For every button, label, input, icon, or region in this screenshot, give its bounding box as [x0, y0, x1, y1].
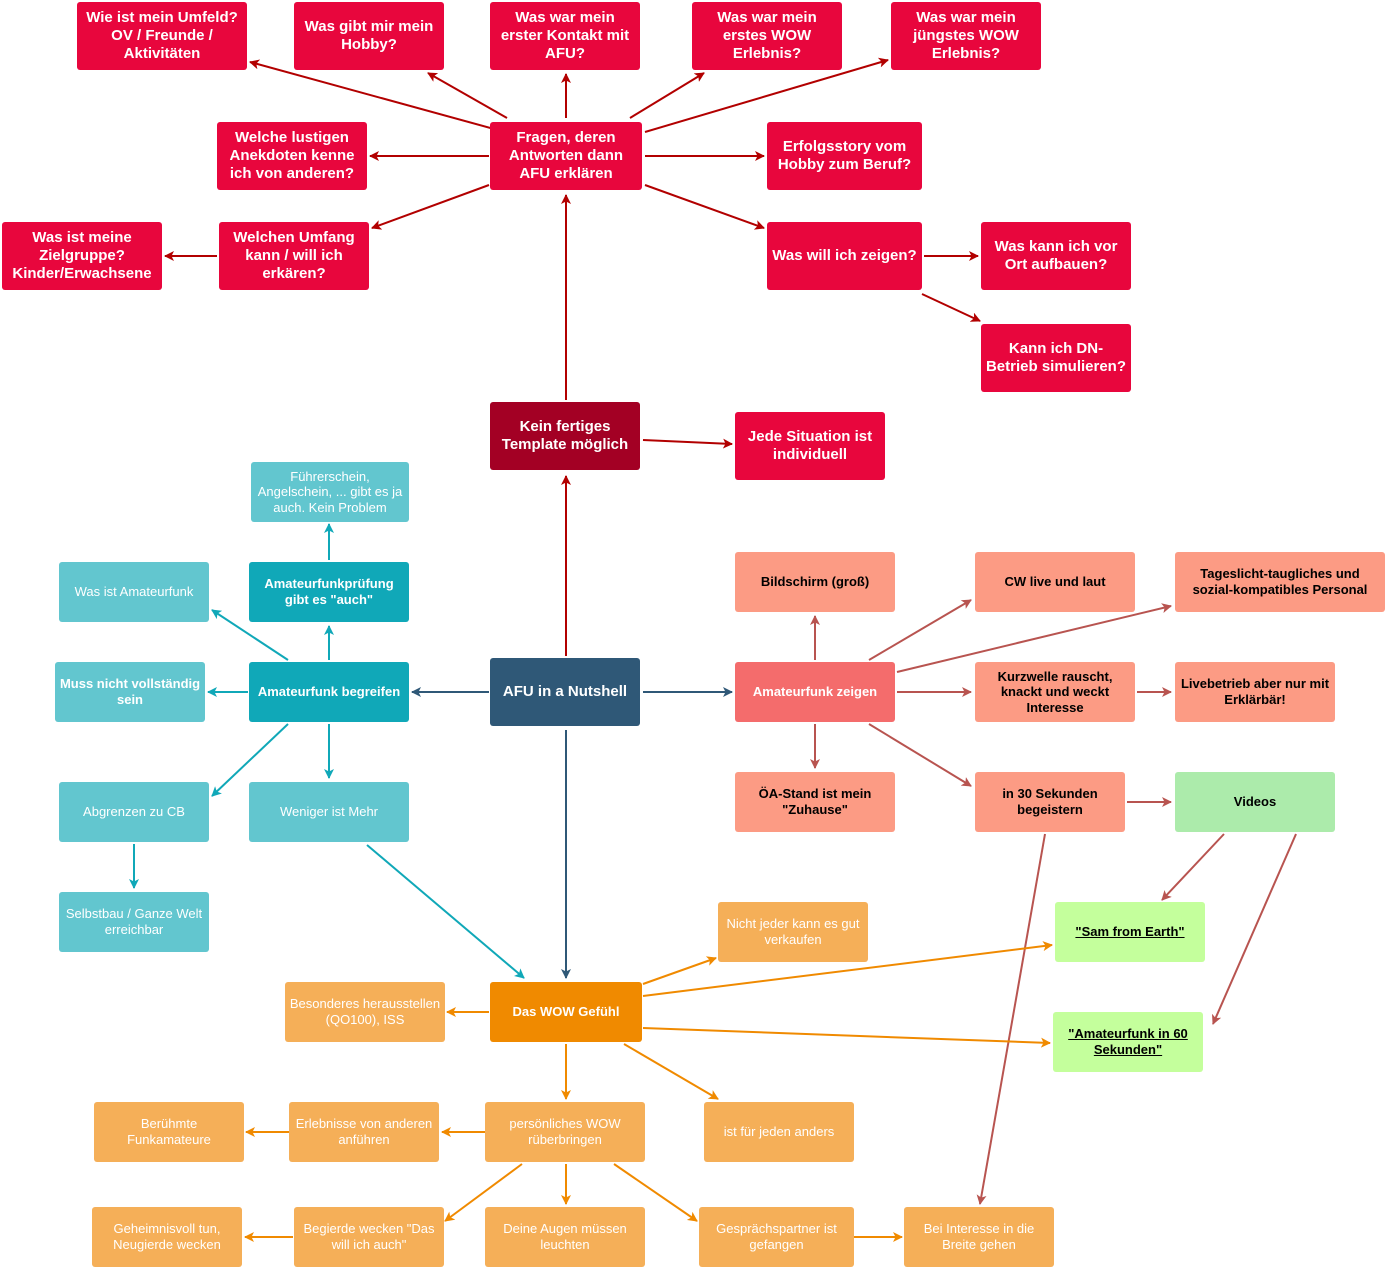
node-highlight: Besonderes herausstellen (QO100), ISS — [285, 982, 445, 1042]
edge-questions-show — [644, 184, 765, 230]
node-understand: Amateurfunk begreifen — [249, 662, 409, 722]
node-exam: Amateurfunkprüfung gibt es "auch" — [249, 562, 409, 622]
node-live-op: Livebetrieb aber nur mit Erklärbär! — [1175, 662, 1335, 722]
node-q-hobby: Was gibt mir mein Hobby? — [294, 2, 444, 70]
node-q-latest-wow: Was war mein jüngstes WOW Erlebnis? — [891, 2, 1041, 70]
link-sam-from-earth[interactable]: "Sam from Earth" — [1055, 902, 1205, 962]
link-amateurfunk-60[interactable]: "Amateurfunk in 60 Sekunden" — [1053, 1012, 1203, 1072]
edge-understand-cb — [211, 723, 289, 797]
node-eyes: Deine Augen müssen leuchten — [485, 1207, 645, 1267]
edge-wow-sam — [642, 941, 1053, 997]
node-q-audience: Was ist meine Zielgruppe? Kinder/Erwachs… — [2, 222, 162, 290]
edge-wow-afu60 — [642, 1027, 1051, 1048]
edge-questions-latest-wow — [644, 57, 889, 133]
node-q-simulate: Kann ich DN-Betrieb simulieren? — [981, 324, 1131, 392]
node-different: ist für jeden anders — [704, 1102, 854, 1162]
node-famous: Berühmte Funkamateure — [94, 1102, 244, 1162]
node-not-everyone: Nicht jeder kann es gut verkaufen — [718, 902, 868, 962]
node-q-build: Was kann ich vor Ort aufbauen? — [981, 222, 1131, 290]
edge-template-individual — [642, 438, 733, 449]
node-not-complete: Muss nicht vollständig sein — [55, 662, 205, 722]
node-captured: Gesprächspartner ist gefangen — [699, 1207, 854, 1267]
edge-questions-first-wow — [629, 72, 705, 119]
edge-questions-scope — [371, 184, 490, 230]
node-no-template: Kein fertiges Template möglich — [490, 402, 640, 470]
node-videos: Videos — [1175, 772, 1335, 832]
node-show: Amateurfunk zeigen — [735, 662, 895, 722]
edge-show-cw — [868, 599, 972, 661]
edge-videos-sam — [1161, 833, 1225, 901]
node-selfbuild: Selbstbau / Ganze Welt erreichbar — [59, 892, 209, 952]
node-questions-hub: Fragen, deren Antworten dann AFU erkläre… — [490, 122, 642, 190]
node-q-environment: Wie ist mein Umfeld? OV / Freunde / Akti… — [77, 2, 247, 70]
node-center: AFU in a Nutshell — [490, 658, 640, 726]
edge-wow-noteveryone — [642, 956, 717, 985]
node-experiences: Erlebnisse von anderen anführen — [289, 1102, 439, 1162]
node-screen: Bildschirm (groß) — [735, 552, 895, 612]
edge-personal-captured — [613, 1163, 698, 1222]
node-curiosity: Begierde wecken "Das will ich auch" — [294, 1207, 444, 1267]
node-less-more: Weniger ist Mehr — [249, 782, 409, 842]
node-cb: Abgrenzen zu CB — [59, 782, 209, 842]
node-interest: Bei Interesse in die Breite gehen — [904, 1207, 1054, 1267]
node-mysterious: Geheimnisvoll tun, Neugierde wecken — [92, 1207, 242, 1267]
edge-questions-environment — [249, 59, 506, 133]
node-q-anecdotes: Welche lustigen Anekdoten kenne ich von … — [217, 122, 367, 190]
node-30-seconds: in 30 Sekunden begeistern — [975, 772, 1125, 832]
edge-show-30s — [868, 723, 972, 787]
node-q-show: Was will ich zeigen? — [767, 222, 922, 290]
edge-wow-different — [623, 1043, 719, 1100]
node-daylight: Tageslicht-taugliches und sozial-kompati… — [1175, 552, 1385, 612]
node-wow: Das WOW Gefühl — [490, 982, 642, 1042]
edge-30s-interest — [976, 833, 1046, 1205]
node-shortwave: Kurzwelle rauscht, knackt und weckt Inte… — [975, 662, 1135, 722]
node-q-success: Erfolgsstory vom Hobby zum Beruf? — [767, 122, 922, 190]
node-q-scope: Welchen Umfang kann / will ich erkären? — [219, 222, 369, 290]
node-cw: CW live und laut — [975, 552, 1135, 612]
edge-understand-whatis — [211, 609, 289, 661]
edge-videos-afu60 — [1212, 833, 1297, 1025]
node-stand: ÖA-Stand ist mein "Zuhause" — [735, 772, 895, 832]
node-what-is: Was ist Amateurfunk — [59, 562, 209, 622]
node-individual: Jede Situation ist individuell — [735, 412, 885, 480]
node-personal-wow: persönliches WOW rüberbringen — [485, 1102, 645, 1162]
edge-show-simulate — [921, 293, 981, 322]
node-license: Führerschein, Angelschein, ... gibt es j… — [251, 462, 409, 522]
edge-personal-curiosity — [444, 1163, 523, 1222]
edge-questions-hobby — [427, 72, 508, 119]
node-q-first-contact: Was war mein erster Kontakt mit AFU? — [490, 2, 640, 70]
node-q-first-wow: Was war mein erstes WOW Erlebnis? — [692, 2, 842, 70]
edge-show-daylight — [896, 603, 1172, 673]
edge-less-wow — [366, 844, 525, 979]
